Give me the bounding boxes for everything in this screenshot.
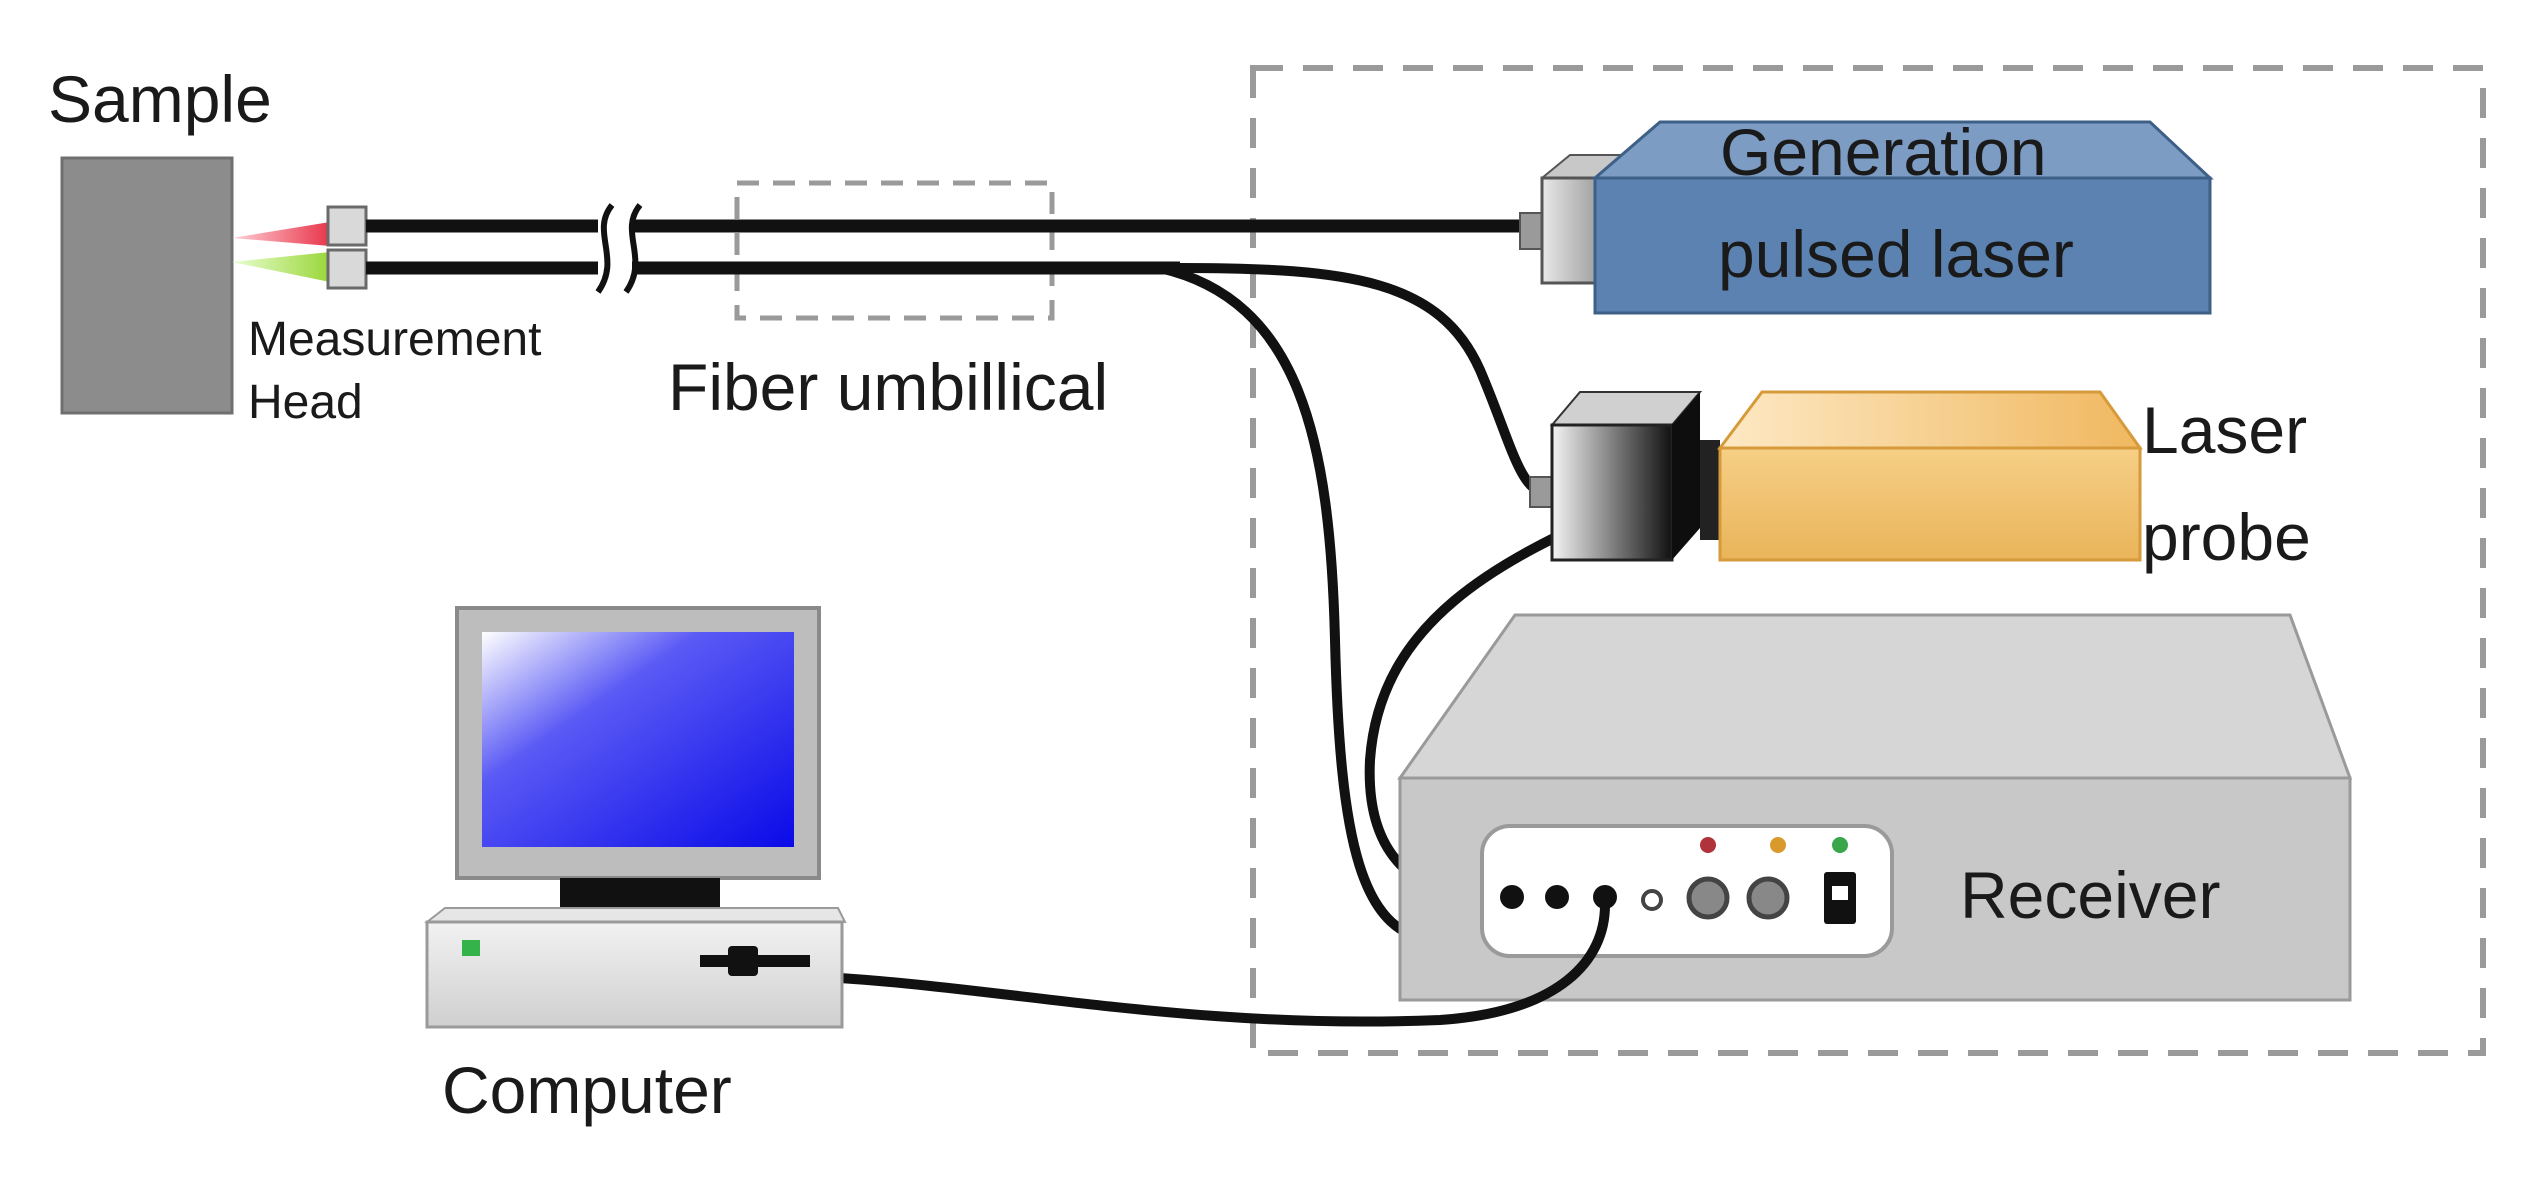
receiver-port-2: [1545, 885, 1569, 909]
computer-case-top: [424, 907, 847, 923]
cable-computer-to-receiver: [839, 904, 1610, 1027]
laser-probe-top: [1717, 390, 2143, 450]
laser-probe-head-side: [1672, 392, 1700, 560]
laser-probe-head: [1550, 423, 1674, 562]
receiver-port-4: [1641, 889, 1663, 911]
monitor-screen: [482, 632, 794, 847]
laser-probe-label-line1: Laser: [2142, 393, 2307, 467]
cable-to-laser-probe: [1179, 263, 1546, 497]
laser-probe-label-line2: probe: [2142, 500, 2311, 574]
monitor-stand: [560, 878, 720, 908]
fiber-break-mark-right: [623, 203, 643, 294]
receiver-indicator-green: [1832, 837, 1848, 853]
fiber-umbilical-label: Fiber umbillical: [668, 350, 1108, 424]
generation-laser-connector: [1519, 212, 1543, 250]
red-beam: [232, 222, 330, 246]
receiver-indicator-red: [1700, 837, 1716, 853]
sample-block: [60, 156, 234, 415]
generation-laser-label-line2: pulsed laser: [1718, 217, 2074, 291]
measurement-head-connector-bottom: [326, 248, 368, 290]
laser-probe-body: [1718, 446, 2142, 562]
measurement-head-label-line1: Measurement: [248, 313, 541, 366]
receiver-label: Receiver: [1960, 858, 2220, 932]
sample-label: Sample: [48, 62, 272, 136]
laser-probe-connector: [1529, 476, 1553, 508]
computer-label: Computer: [442, 1053, 732, 1127]
receiver-port-1: [1500, 885, 1524, 909]
receiver-switch-slot: [1832, 886, 1848, 900]
instrument-enclosure-border: [1250, 65, 2486, 1056]
receiver-indicator-orange: [1770, 837, 1786, 853]
fiber-umbilical-box: [734, 180, 1055, 321]
receiver-knob-2: [1746, 876, 1790, 920]
receiver-top: [1397, 613, 2353, 780]
fiber-break-mark-left: [595, 203, 615, 294]
receiver-port-3: [1593, 885, 1617, 909]
laser-probe-joint: [1700, 440, 1720, 540]
generation-laser-label-line1: Generation: [1720, 115, 2047, 189]
computer-drive-slot-knob: [728, 946, 758, 976]
receiver-knob-1: [1686, 876, 1730, 920]
generation-laser-body: [1593, 176, 2212, 315]
receiver-panel: [1480, 824, 1894, 958]
measurement-head-label-line2: Head: [248, 376, 363, 429]
computer-case: [425, 920, 844, 1029]
measurement-head-connector-top: [326, 205, 368, 247]
green-beam: [232, 252, 330, 282]
computer-power-led: [462, 940, 480, 956]
